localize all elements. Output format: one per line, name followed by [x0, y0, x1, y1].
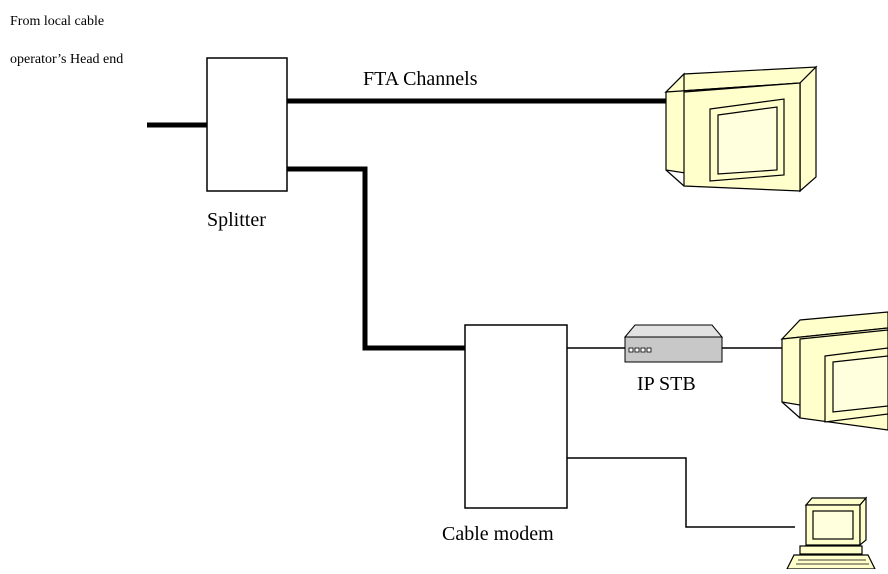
modem-to-pc-line: [567, 457, 795, 528]
tv-monitor-icon: [664, 65, 818, 193]
cable-modem-label: Cable modem: [442, 523, 554, 545]
splitter-box: [206, 57, 288, 192]
thin-cable-lines: [567, 347, 795, 528]
tv-monitor-icon: [780, 311, 888, 431]
source-label-line1: From local cable: [10, 14, 104, 29]
computer-icon: [786, 496, 876, 570]
fta-channels-label: FTA Channels: [363, 68, 478, 90]
ip-stb-label: IP STB: [637, 373, 696, 395]
set-top-box-icon: [623, 324, 724, 363]
source-label-line2: operator’s Head end: [10, 52, 123, 67]
modem-cable: [287, 166, 465, 351]
thick-cable-lines: [147, 98, 666, 351]
splitter-label: Splitter: [207, 209, 266, 231]
cable-modem-box: [464, 324, 568, 509]
